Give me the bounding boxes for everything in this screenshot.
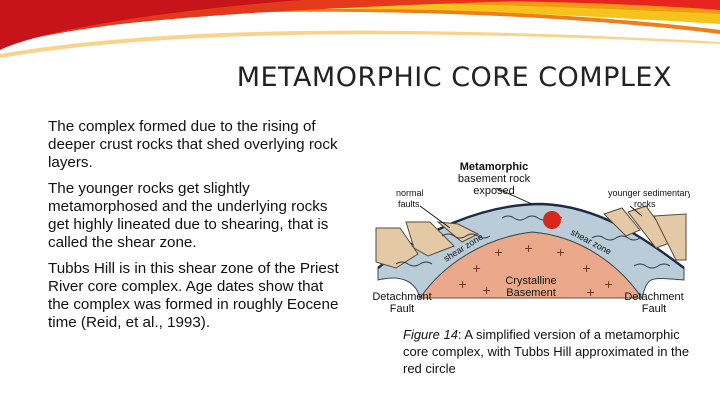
label-fault-left: Fault: [390, 303, 414, 315]
figure-label: Figure 14: [403, 327, 458, 342]
slide-title: METAMORPHIC CORE COMPLEX: [236, 62, 672, 93]
label-metamorphic: Metamorphic: [460, 161, 528, 173]
label-younger-sedimentary: younger sedimentary: [608, 188, 690, 198]
svg-text:+: +: [458, 278, 467, 291]
svg-text:+: +: [556, 246, 565, 259]
paragraph-shear-zone: The younger rocks get slightly metamorph…: [48, 180, 329, 251]
label-crystalline: Crystalline: [505, 275, 556, 287]
label-faults: faults: [398, 199, 420, 209]
svg-text:+: +: [472, 262, 481, 275]
tubbs-hill-marker: [543, 211, 561, 229]
sediment-block-left-2: [405, 221, 455, 257]
label-exposed: exposed: [473, 185, 515, 197]
sediment-block-right-1: [603, 207, 641, 237]
svg-text:+: +: [604, 278, 613, 291]
label-detachment-right: Detachment: [624, 291, 683, 303]
svg-text:+: +: [586, 286, 595, 299]
caption-text: : A simplified version of a metamorphic …: [403, 327, 690, 376]
paragraph-formation: The complex formed due to the rising of …: [48, 118, 338, 171]
figure-caption: Figure 14: A simplified version of a met…: [403, 326, 703, 377]
body-text: The complex formed due to the rising of …: [48, 118, 348, 340]
label-fault-right: Fault: [642, 303, 666, 315]
paragraph-tubbs-hill: Tubbs Hill is in this shear zone of the …: [48, 260, 339, 331]
svg-text:+: +: [482, 284, 491, 297]
label-rocks: rocks: [634, 199, 656, 209]
label-basement-rock: basement rock: [458, 173, 531, 185]
core-complex-diagram: +++ ++ ++ ++ Metamorphic basement rock e…: [372, 156, 690, 318]
header-swoosh-decoration: [0, 0, 720, 58]
sediment-block-left-1: [375, 227, 419, 269]
svg-text:+: +: [524, 242, 533, 255]
label-normal: normal: [396, 188, 424, 198]
label-basement: Basement: [506, 287, 556, 299]
svg-text:+: +: [494, 246, 503, 259]
svg-text:+: +: [582, 262, 591, 275]
label-detachment-left: Detachment: [372, 291, 431, 303]
sediment-block-right-3: [653, 213, 687, 261]
